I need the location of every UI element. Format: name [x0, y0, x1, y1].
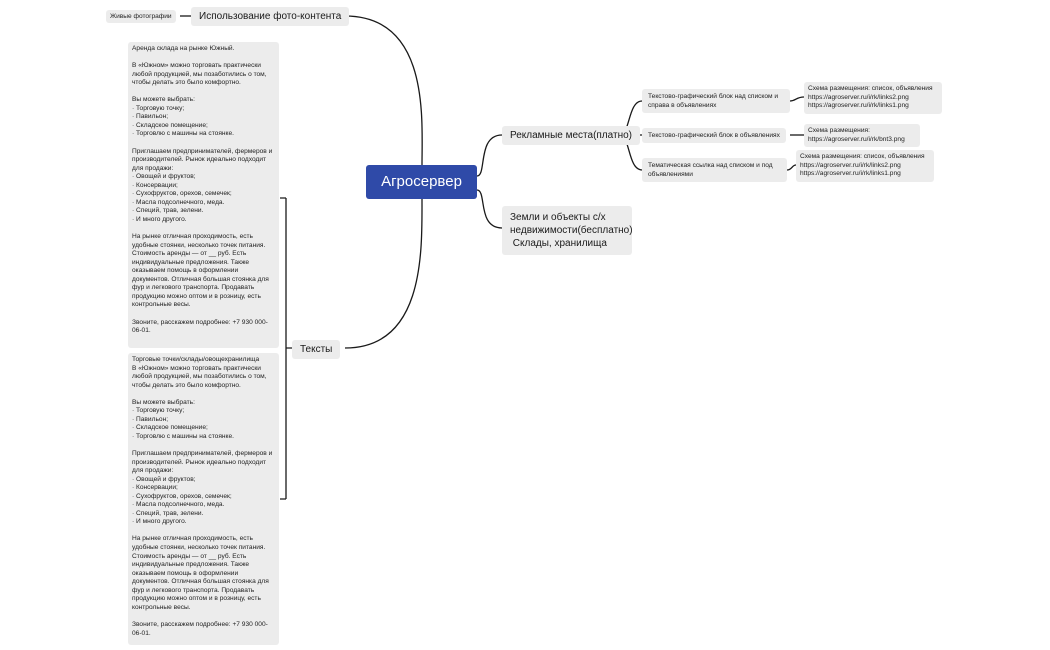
connector-center-land: [476, 189, 503, 229]
topic-thematic-link[interactable]: Тематическая ссылка над списком и под об…: [642, 158, 787, 182]
connector-ad1-note: [789, 96, 805, 102]
note-text-trading-points: Торговые точки/склады/овощехранилища В «…: [128, 353, 279, 645]
note-ad-block-list: Схема размещения: список, объявления htt…: [804, 82, 942, 114]
land-label-line1: Земли и объекты с/х: [510, 212, 606, 223]
branch-ad-places[interactable]: Рекламные места(платно): [502, 126, 640, 145]
note-thematic-link: Схема размещения: список, объявления htt…: [796, 150, 934, 182]
topic-ad-block-list[interactable]: Текстово-графический блок над списком и …: [642, 89, 790, 113]
connector-texts-bracket: [280, 197, 292, 500]
connector-center-texts: [344, 198, 423, 349]
connector-center-photo: [191, 15, 423, 166]
note-text-rent-warehouse: Аренда склада на рынке Южный. В «Южном» …: [128, 42, 279, 348]
branch-land-property[interactable]: Земли и объекты с/х недвижимости(бесплат…: [502, 206, 633, 255]
connector-center-ads: [476, 134, 503, 177]
branch-photo-content[interactable]: Использование фото-контента: [191, 7, 350, 26]
land-label-line3: Склады, хранилища: [510, 238, 607, 249]
land-label-line2: недвижимости(бесплатно): [510, 225, 633, 236]
central-topic[interactable]: Агросервер: [366, 165, 477, 199]
note-ad-block-listings: Схема размещения: https://agroserver.ru/…: [804, 124, 920, 148]
topic-live-photos[interactable]: Живые фотографии: [106, 10, 176, 23]
topic-ad-block-listings[interactable]: Текстово-графический блок в объявлениях: [642, 128, 786, 143]
branch-texts[interactable]: Тексты: [292, 340, 341, 359]
connector-ad3-note: [786, 164, 797, 171]
